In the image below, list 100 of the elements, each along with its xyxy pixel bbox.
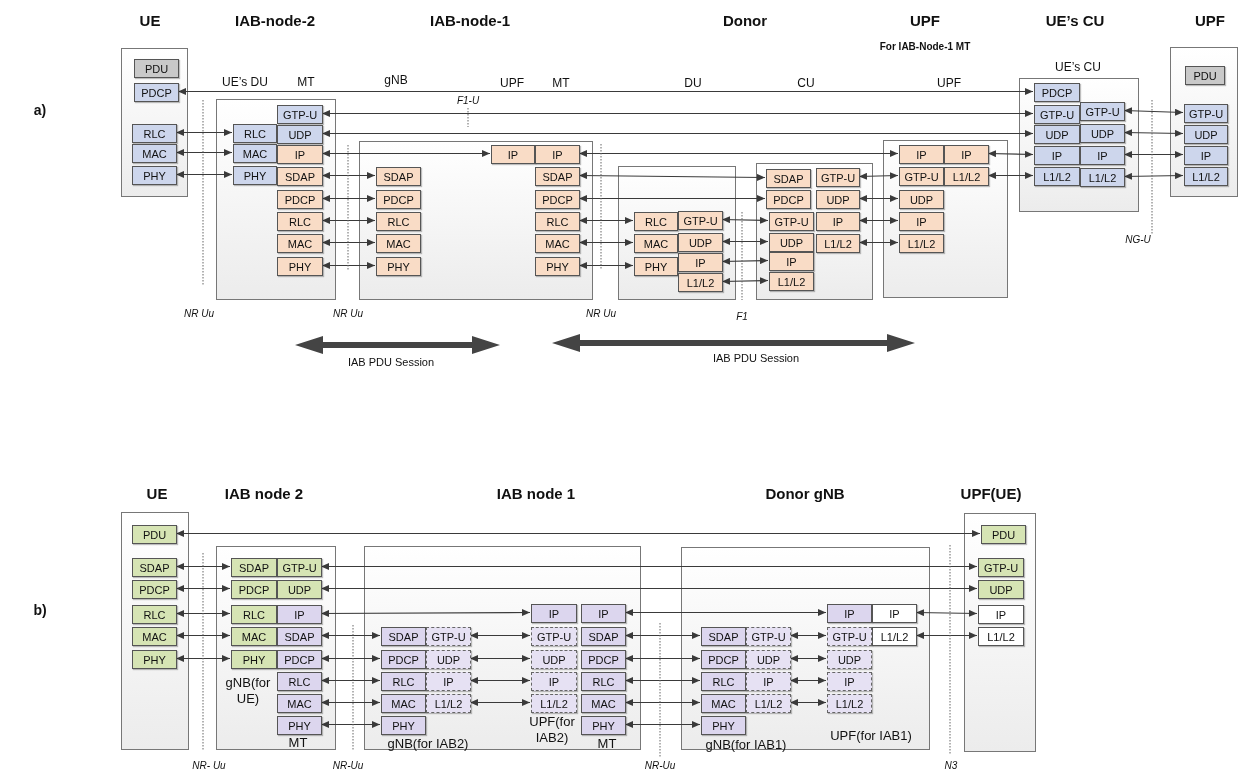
protocol-layer-box: PHY	[277, 716, 322, 735]
stack-container	[121, 512, 189, 750]
protocol-layer-box: PDU	[134, 59, 179, 78]
protocol-layer-box: MAC	[277, 694, 322, 713]
protocol-layer-box: PHY	[132, 166, 177, 185]
protocol-layer-box: L1/L2	[944, 167, 989, 186]
protocol-layer-box: GTP-U	[277, 558, 322, 577]
connector-arrow	[320, 609, 531, 617]
protocol-layer-box: UDP	[277, 580, 322, 599]
protocol-layer-box: SDAP	[581, 627, 626, 646]
connector-arrow	[858, 195, 899, 202]
entity-label: UPF(for IAB2)	[528, 714, 576, 746]
protocol-layer-box: GTP-U	[978, 558, 1024, 577]
session-label: IAB PDU Session	[712, 352, 800, 364]
protocol-layer-box: PDU	[132, 525, 177, 544]
connector-arrow	[578, 150, 899, 157]
column-heading: IAB node 1	[496, 484, 576, 502]
protocol-layer-box: PHY	[581, 716, 626, 735]
protocol-layer-box: PDCP	[535, 190, 580, 209]
connector-arrow	[624, 609, 827, 616]
protocol-layer-box: UDP	[531, 650, 577, 669]
protocol-layer-box: IP	[277, 145, 323, 164]
protocol-layer-box: SDAP	[132, 558, 177, 577]
connector-arrow	[624, 655, 701, 662]
protocol-layer-box: L1/L2	[978, 627, 1024, 646]
protocol-layer-box: MAC	[132, 144, 177, 163]
connector-arrow	[321, 172, 376, 179]
interface-label: NR-Uu	[644, 759, 676, 771]
connector-arrow	[987, 150, 1034, 158]
connector-arrow	[469, 655, 531, 662]
entity-label: MT	[597, 735, 617, 751]
connector-arrow	[858, 172, 899, 180]
protocol-layer-box: RLC	[132, 605, 177, 624]
connector-arrow	[721, 216, 769, 224]
protocol-layer-box: PDCP	[134, 83, 179, 102]
protocol-layer-box: IP	[277, 605, 322, 624]
protocol-layer-box: UDP	[678, 233, 723, 252]
protocol-layer-box: IP	[535, 145, 580, 164]
stack-container	[756, 163, 873, 300]
interface-label: F1-U	[456, 94, 480, 106]
protocol-layer-box: L1/L2	[1184, 167, 1228, 186]
entity-label: gNB(for IAB2)	[387, 735, 469, 751]
protocol-layer-box: IP	[531, 604, 577, 623]
stack-container	[216, 546, 336, 750]
protocol-layer-box: RLC	[376, 212, 421, 231]
protocol-layer-box: L1/L2	[426, 694, 471, 713]
stack-container	[121, 48, 188, 197]
connector-arrow	[320, 677, 381, 684]
protocol-layer-box: PDU	[1185, 66, 1225, 85]
stack-container	[1170, 47, 1238, 197]
protocol-layer-box: SDAP	[231, 558, 277, 577]
protocol-layer-box: IP	[746, 672, 791, 691]
entity-label: CU	[797, 76, 815, 90]
connector-arrow	[624, 699, 701, 706]
connector-arrow	[915, 632, 978, 639]
connector-arrow	[321, 130, 1034, 137]
protocol-layer-box: IP	[899, 212, 944, 231]
column-subheading: For IAB-Node-1 MT	[879, 40, 971, 52]
connector-arrow	[858, 239, 899, 246]
connector-arrow	[175, 632, 231, 639]
connector-arrow	[320, 699, 381, 706]
protocol-layer-box: MAC	[701, 694, 746, 713]
protocol-layer-box: GTP-U	[746, 627, 791, 646]
protocol-layer-box: L1/L2	[769, 272, 814, 291]
protocol-layer-box: PHY	[132, 650, 177, 669]
protocol-layer-box: IP	[827, 604, 872, 623]
protocol-layer-box: RLC	[277, 672, 322, 691]
connector-arrow	[789, 677, 827, 684]
protocol-layer-box: MAC	[233, 144, 277, 163]
protocol-layer-box: RLC	[233, 124, 277, 143]
protocol-layer-box: PHY	[231, 650, 277, 669]
entity-label: gNB(for UE)	[224, 675, 272, 707]
column-heading: UE’s CU	[1045, 11, 1105, 29]
column-heading: IAB-node-1	[430, 11, 510, 29]
protocol-layer-box: SDAP	[766, 169, 811, 188]
protocol-layer-box: IP	[899, 145, 944, 164]
protocol-layer-box: PDCP	[581, 650, 626, 669]
protocol-layer-box: IP	[816, 212, 860, 231]
stack-container	[618, 166, 736, 300]
interface-label: NR Uu	[184, 307, 214, 319]
connector-arrow	[578, 195, 766, 202]
entity-label: UPF	[937, 76, 961, 90]
connector-arrow	[789, 632, 827, 639]
protocol-layer-box: UDP	[426, 650, 471, 669]
connector-arrow	[175, 563, 231, 570]
connector-arrow	[321, 195, 376, 202]
panel-label: b)	[33, 602, 47, 618]
protocol-layer-box: PDCP	[277, 650, 322, 669]
connector-arrow	[721, 238, 769, 245]
column-heading: IAB node 2	[224, 484, 304, 502]
protocol-layer-box: L1/L2	[531, 694, 577, 713]
interface-label: NR-Uu	[332, 759, 364, 771]
protocol-layer-box: IP	[1080, 146, 1125, 165]
protocol-layer-box: MAC	[381, 694, 426, 713]
connector-arrow	[578, 217, 634, 224]
connector-arrow	[321, 239, 376, 246]
protocol-layer-box: MAC	[581, 694, 626, 713]
protocol-layer-box: GTP-U	[277, 105, 323, 124]
connector-arrow	[1123, 151, 1184, 158]
stack-container	[1019, 78, 1139, 212]
